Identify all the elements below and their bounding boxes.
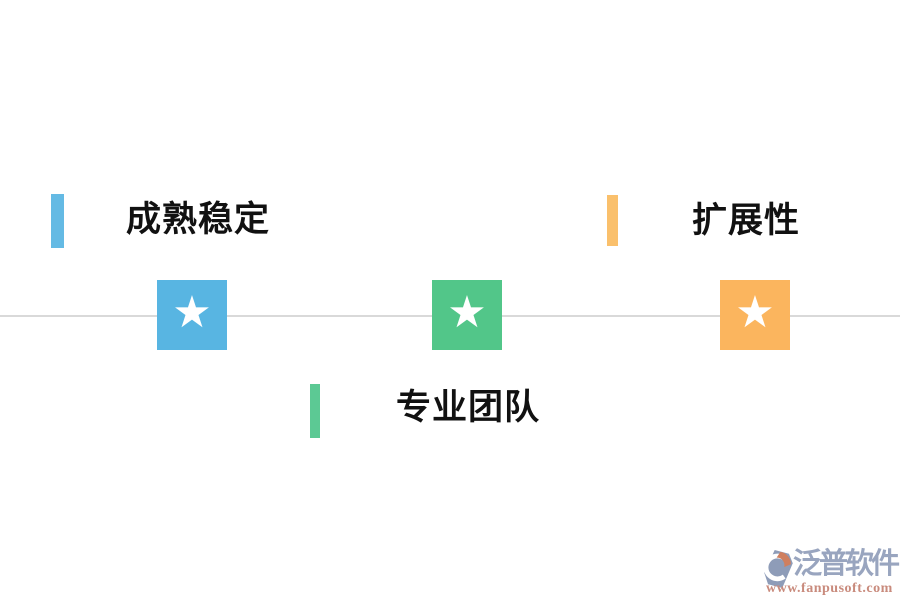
feature-tile-mature-stable: ★	[157, 280, 227, 350]
star-icon: ★	[447, 288, 487, 337]
accent-bar-professional-team	[310, 384, 320, 438]
fanpu-swirl-icon	[764, 550, 793, 588]
feature-tile-extensibility: ★	[720, 280, 790, 350]
feature-tile-professional-team: ★	[432, 280, 502, 350]
accent-bar-mature-stable	[51, 194, 64, 248]
accent-bar-extensibility	[607, 195, 618, 246]
star-icon: ★	[735, 288, 775, 337]
feature-label-mature-stable: 成熟稳定	[126, 200, 271, 239]
brand-url: www.fanpusoft.com	[766, 581, 893, 596]
star-icon: ★	[172, 288, 212, 337]
brand-name: 泛普软件	[793, 548, 900, 580]
feature-label-professional-team: 专业团队	[396, 388, 541, 427]
feature-label-extensibility: 扩展性	[692, 201, 801, 240]
